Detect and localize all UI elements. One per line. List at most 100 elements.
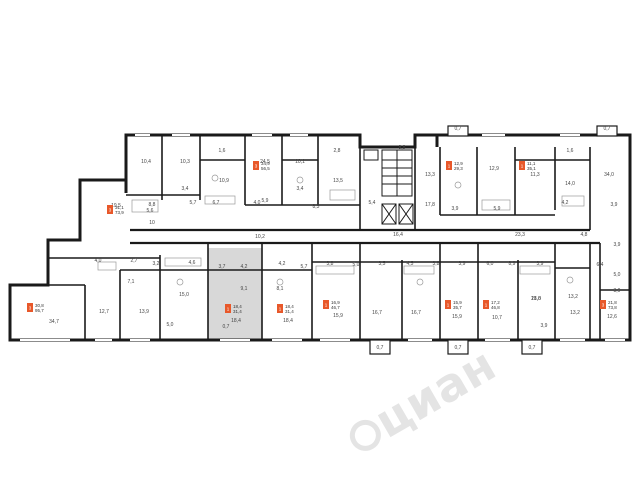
room-area-label: 13,3	[425, 172, 435, 178]
room-area-label: 16,4	[393, 232, 403, 238]
balcony	[447, 339, 469, 355]
room-area-label: 8,3	[313, 204, 320, 210]
room-area-label: 4,6	[189, 260, 196, 266]
room-area-label: 8,1	[277, 286, 284, 292]
room-area-label: 12,9	[489, 166, 499, 172]
apartment-marker-box	[27, 303, 33, 312]
room-area-label: 24,5	[260, 159, 270, 165]
room-area-label: 3,9	[452, 206, 459, 212]
room-area-label: 0,7	[529, 345, 536, 351]
room-area-label: 10,1	[295, 159, 305, 165]
room-area-label: 4,2	[241, 264, 248, 270]
apartment-area-line2: 56,5	[261, 166, 270, 171]
room-area-label: 3,7	[219, 264, 226, 270]
apartment-area-line2: 46,8	[491, 305, 500, 310]
apartment-rooms-count: 1	[521, 164, 524, 169]
room-area-label: 6,4	[597, 262, 604, 268]
apartment-marker-box	[225, 304, 231, 313]
room-area-label: 3,9	[541, 323, 548, 329]
room-area-label: 13,2	[568, 294, 578, 300]
apartment-area-line1: 16,9	[331, 300, 340, 305]
room-area-label: 15,0	[179, 292, 189, 298]
room-area-label: 3,9	[611, 202, 618, 208]
room-area-label: 23,3	[515, 232, 525, 238]
outer-walls	[8, 133, 632, 342]
apartment-area-line1: 34,9	[261, 161, 270, 166]
room-area-label: 19,5	[111, 203, 121, 209]
apartment-rooms-count: 1	[448, 164, 451, 169]
balconies	[369, 125, 618, 355]
room-area-label: 8,8	[149, 202, 156, 208]
balcony	[369, 339, 391, 355]
apartment-rooms-count: 3	[29, 306, 32, 311]
room-area-label: 3,9	[614, 288, 621, 294]
apartment-area-line1: 21,8	[608, 300, 617, 305]
room-area-label: 2,7	[131, 258, 138, 264]
apartment-area-line1: 30,8	[35, 303, 44, 308]
room-area-label: 5,9	[262, 198, 269, 204]
room-area-label: 4,5	[407, 261, 414, 267]
room-area-label: 17,8	[425, 202, 435, 208]
room-area-label: 10,4	[141, 159, 151, 165]
apartment-area-line2: 35,7	[453, 305, 462, 310]
room-area-label: 34,0	[604, 172, 614, 178]
room-area-label: 18,4	[283, 318, 293, 324]
highlighted-apartment[interactable]	[208, 248, 262, 340]
room-area-label: 34,7	[49, 319, 59, 325]
partition-walls-top	[126, 135, 591, 230]
room-area-label: 3,9	[614, 242, 621, 248]
apartment-marker-box	[253, 161, 259, 170]
balcony	[521, 339, 543, 355]
room-area-label: 12,6	[607, 314, 617, 320]
stair-core	[363, 149, 414, 225]
room-area-label: 0,7	[223, 324, 230, 330]
room-area-label: 11,3	[530, 172, 540, 178]
elevator	[381, 203, 397, 225]
balcony	[596, 125, 618, 137]
cian-logo-icon	[349, 419, 381, 451]
room-area-label: 3,8	[433, 261, 440, 267]
room-area-label: 4,2	[562, 200, 569, 206]
apartment-area-line2: 46,7	[331, 305, 340, 310]
room-area-label: 13,5	[333, 178, 343, 184]
room-area-label: 3,9	[459, 261, 466, 267]
room-area-label: 4,2	[279, 261, 286, 267]
room-area-label: 3,4	[182, 186, 189, 192]
room-area-label: 6,0	[487, 261, 494, 267]
room-area-label: 18,4	[231, 318, 241, 324]
room-area-label: 10,9	[219, 178, 229, 184]
room-area-label: 5,7	[301, 264, 308, 270]
room-area-label: 16,7	[372, 310, 382, 316]
room-area-label: 5,0	[614, 272, 621, 278]
room-area-label: 10,7	[492, 315, 502, 321]
apartment-marker-box	[519, 161, 525, 170]
apartment-rooms-count: 3	[255, 164, 258, 169]
apartment-marker-box	[446, 161, 452, 170]
room-area-label: 18,0	[531, 296, 541, 302]
apartment-marker-box	[277, 304, 283, 313]
apartment-area-line2: 95,7	[35, 308, 44, 313]
room-area-label: 0,7	[455, 345, 462, 351]
apartment-area-line1: 17,2	[491, 300, 500, 305]
room-area-label: 9,1	[241, 286, 248, 292]
apartment-rooms-count: 1	[279, 307, 282, 312]
apartment-area-line1: 12,9	[454, 161, 463, 166]
apartment-marker-box	[445, 300, 451, 309]
watermark: циан	[349, 337, 504, 451]
room-area-label: 13,2	[570, 310, 580, 316]
elevator	[398, 203, 414, 225]
room-area-label: 10,3	[180, 159, 190, 165]
room-area-label: 6,7	[213, 200, 220, 206]
